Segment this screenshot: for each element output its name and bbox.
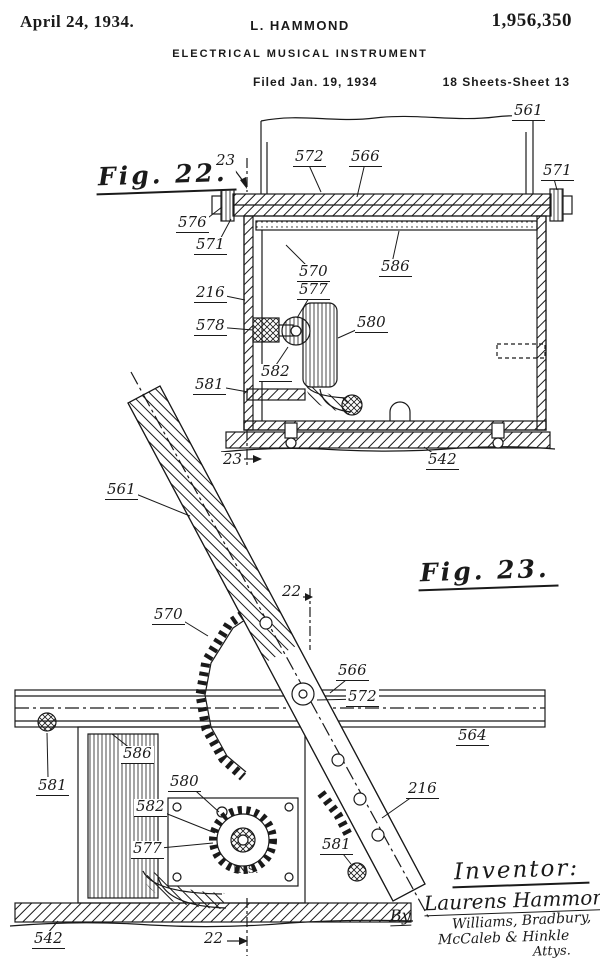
ref-numeral-566: 566 (336, 663, 369, 681)
ref-numeral-581: 581 (320, 837, 353, 855)
ref-numeral-577: 577 (131, 841, 164, 859)
ref-numeral-581: 581 (36, 778, 69, 796)
ref-numeral-22: 22 (280, 584, 303, 601)
by-label: By (390, 906, 411, 927)
ref-numeral-22: 22 (202, 931, 225, 948)
ref-numeral-564: 564 (456, 728, 489, 746)
ref-numeral-561: 561 (105, 482, 138, 500)
ref-numeral-542: 542 (32, 931, 65, 949)
ref-numeral-570: 570 (152, 607, 185, 625)
ref-numeral-586: 586 (121, 746, 154, 764)
ref-numeral-216: 216 (406, 781, 439, 799)
ref-numeral-ins: INS. (231, 866, 261, 878)
attys-label: Attys. (533, 943, 571, 959)
inventor-heading: Inventor: (452, 855, 590, 889)
ref-numeral-580: 580 (168, 774, 201, 792)
ref-numeral-572: 572 (346, 689, 379, 707)
ref-numeral-582: 582 (134, 799, 167, 817)
